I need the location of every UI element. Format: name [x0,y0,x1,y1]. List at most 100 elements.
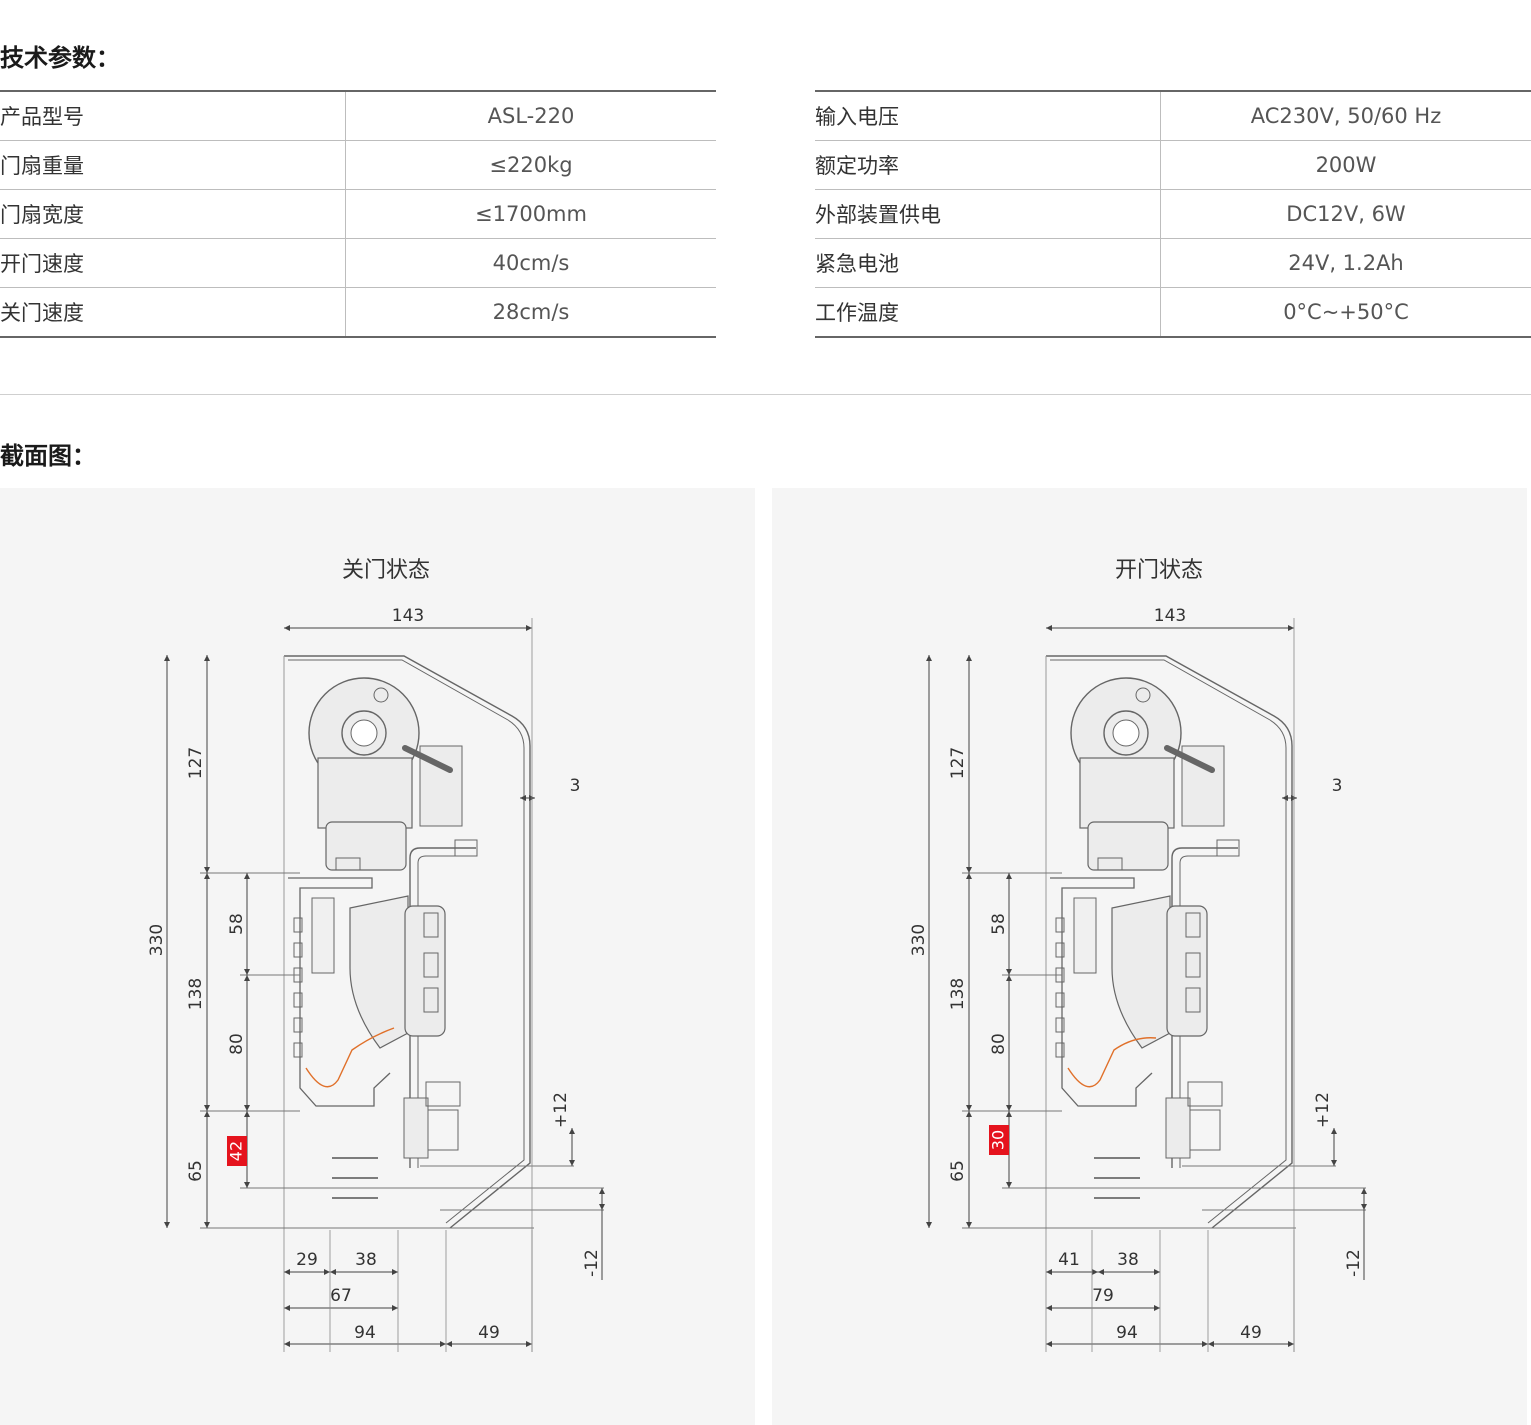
carriage-block [311,897,335,974]
dimension-label: 67 [330,1286,352,1306]
nut [335,857,361,871]
belt-tensioner [1164,745,1215,773]
spec-key: 门扇宽度 [0,189,346,239]
dimension-label: 94 [354,1323,376,1343]
bracket-bolt [1216,839,1240,857]
dimension-label: 29 [296,1250,318,1270]
bracket-bolt [454,839,478,857]
dimension-arrow [1361,1188,1367,1210]
dimension-label: -12 [1344,1249,1364,1277]
dimension-label: 143 [1154,606,1186,626]
spec-key: 关门速度 [0,287,346,337]
dimension-label: 138 [948,978,968,1010]
dimension-label: 127 [948,747,968,779]
roller-housing [1166,905,1208,1037]
table-row: 关门速度 28cm/s [0,287,716,337]
clamp-plate [427,1109,459,1151]
dimension-label: 49 [478,1323,500,1343]
dimension-label: 41 [1058,1250,1080,1270]
spec-key: 产品型号 [0,91,346,141]
spec-key: 开门速度 [0,238,346,288]
motor-shaft-ring [341,710,387,756]
section-title: 截面图： [0,442,96,470]
dimension-label: 330 [909,924,929,956]
dimension-label: 3 [1332,776,1343,796]
dimension-label: 65 [186,1160,206,1182]
specs-title: 技术参数： [0,44,120,72]
rail-slot [1055,917,1065,933]
housing-inner-outline [1050,659,1287,1224]
door-clamp [403,1097,429,1159]
motor-bolt [1135,687,1151,703]
spec-key: 门扇重量 [0,140,346,190]
highlight-value: 42 [227,1141,246,1161]
dimension-arrow [520,795,535,801]
dimension-label: +12 [551,1092,571,1128]
spec-value: 40cm/s [345,238,716,288]
belt-tensioner [402,745,453,773]
dimension-label: 138 [186,978,206,1010]
dimension-label: 80 [989,1033,1009,1055]
roller-bolt [1185,987,1201,1013]
dimension-label: +12 [1313,1092,1333,1128]
clamp-plate [1189,1109,1221,1151]
rail-slot [1055,992,1065,1008]
dimension-label: 58 [227,913,247,935]
dimension-label: 79 [1092,1286,1114,1306]
highlight-badge [227,1136,247,1166]
highlight-value: 30 [989,1130,1008,1150]
dimension-label: 127 [186,747,206,779]
dimension-label: 330 [147,924,167,956]
spec-value: DC12V, 6W [1160,189,1531,239]
table-row: 门扇宽度≤1700mm [0,189,716,239]
roller-bolt [423,987,439,1013]
dimension-label: 143 [392,606,424,626]
rail-profile [1050,877,1153,1107]
rail-slot [1055,942,1065,958]
carriage-block [1073,897,1097,974]
spec-value: ≤220kg [345,140,716,190]
dimension-label: 80 [227,1033,247,1055]
roller-bolt [423,912,439,938]
roller-bolt [1185,912,1201,938]
dimension-label: 3 [570,776,581,796]
dimension-label: 65 [948,1160,968,1182]
dimension-arrow [599,1188,605,1210]
roller-bolt [423,952,439,978]
housing-inner-outline [288,659,525,1224]
rail-slot [1055,1042,1065,1058]
motor-bolt [373,687,389,703]
gearbox [1079,757,1175,829]
rail-slot [293,917,303,933]
gearbox [317,757,413,829]
dimension-label: 38 [355,1250,377,1270]
motor-shaft-ring [1103,710,1149,756]
motor-shaft [1112,719,1140,747]
diagram-title-closed: 关门状态 [341,558,430,583]
dimension-label: 94 [1116,1323,1138,1343]
spec-key: 紧急电池 [815,238,1161,288]
spec-key: 输入电压 [815,91,1161,141]
spec-value: 24V, 1.2Ah [1160,238,1531,288]
dimension-arrow [1282,795,1297,801]
spec-key: 工作温度 [815,287,1161,337]
housing-outline [1046,655,1293,1229]
rail-slot [293,1017,303,1033]
nut [1097,857,1123,871]
motor-shaft [350,719,378,747]
spec-value: ASL-220 [345,91,716,141]
spec-value: 28cm/s [492,300,570,324]
table-row: 门扇重量≤220kg [0,140,716,190]
mounting-bracket [409,847,476,1168]
spec-key: 外部装置供电 [815,189,1161,239]
